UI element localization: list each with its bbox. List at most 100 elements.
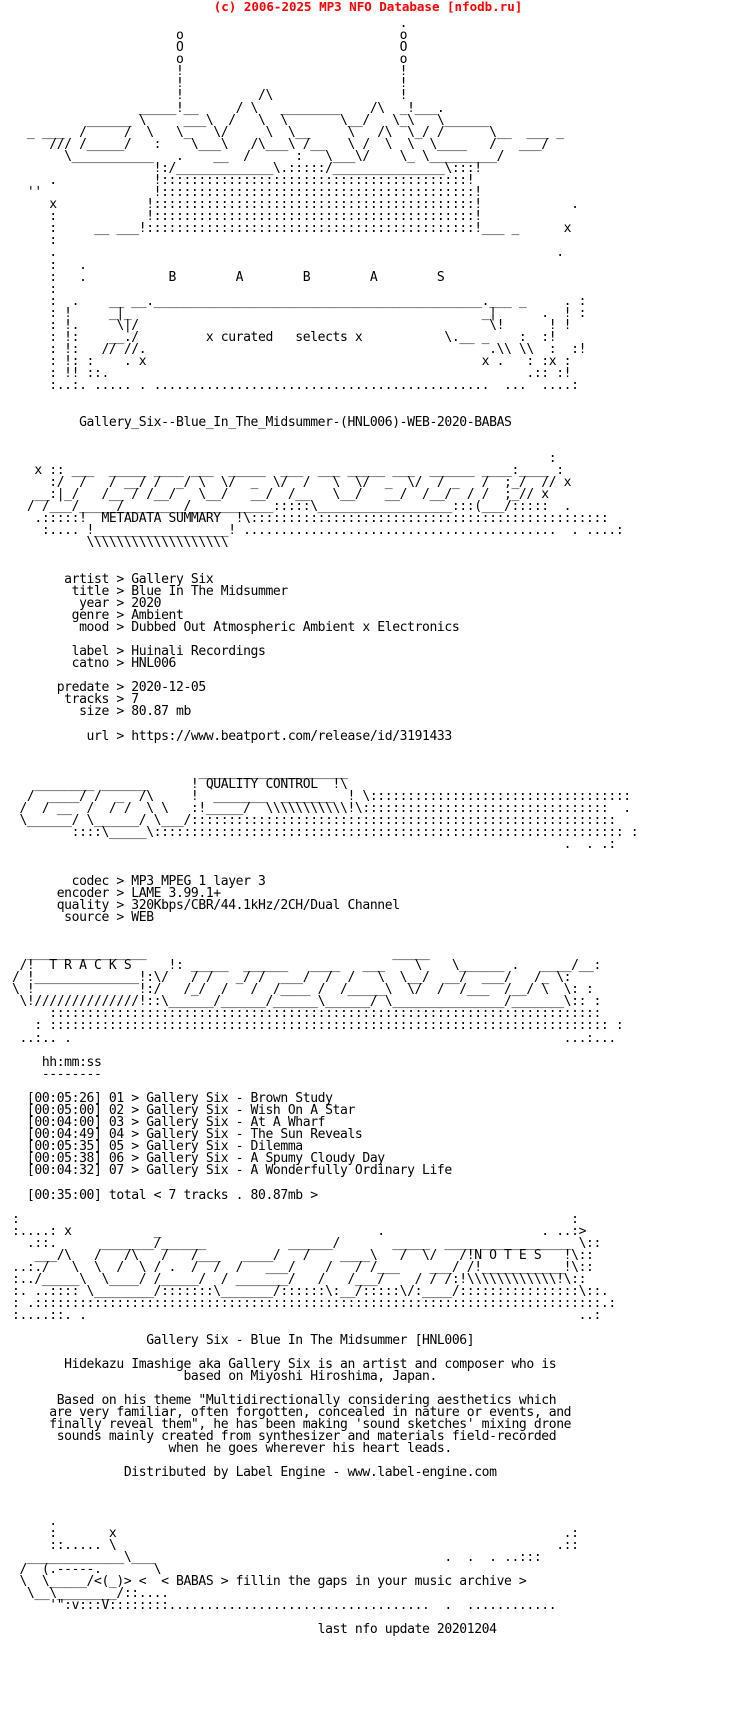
tracks-banner-line: ..:.. . ...:... [12,1030,616,1046]
notes-paragraph-2-line: when he goes wherever his heart leads. [12,1441,453,1457]
blank-line [12,924,638,936]
logo-art-line: . . [12,245,564,261]
logo-art-line: _ ___ / / \ \_ \/ \ \__ \ /\ \_/ / \__ _… [12,124,564,140]
track-row-05: [00:05:35] 05 > Gallery Six - Dilemma [12,1139,303,1155]
notes-paragraph-2-line: sounds mainly created from synthesizer a… [12,1429,557,1445]
quality-row-quality: quality > 320Kbps/CBR/44.1kHz/2CH/Dual C… [12,897,400,913]
track-row-01: [00:05:26] 01 > Gallery Six - Brown Stud… [12,1090,333,1106]
metadata-row-mood: mood > Dubbed Out Atmospheric Ambient x … [12,619,460,635]
footer-art-line: '":v:::V::::::::........................… [12,1598,557,1614]
blank-line [12,429,638,441]
notes-banner-line: ..:./ \ \ / \ / . / / / ___/ / / /___ __… [12,1260,594,1276]
logo-art-line: . [12,16,408,31]
metadata-row-year: year > 2020 [12,595,162,611]
metadata-row-label: label > Huinali Recordings [12,644,266,660]
total-row: [00:35:00] total < 7 tracks . 80.87mb > [12,1187,318,1203]
blank-line [12,392,638,404]
notes-banner-line: :....::. . ..: [12,1308,601,1324]
logo-frame-line: : ! _|_ _| . ! : [12,305,587,321]
blank-line [12,851,638,863]
notes-banner-line: : : [12,1211,579,1227]
footer-art-line: \__\________/::.... [12,1586,169,1602]
track-row-02: [00:05:00] 02 > Gallery Six - Wish On A … [12,1103,355,1119]
logo-art-line: ______ \ ___\ / \ \ \__/ \_\ \______ [12,112,490,128]
blank-line [12,1492,638,1504]
quality-row-encoder: encoder > LAME 3.99.1+ [12,885,221,901]
footer-art-line: ::..... \ .:: [12,1537,579,1553]
track-row-07: [00:04:32] 07 > Gallery Six - A Wonderfu… [12,1163,452,1179]
notes-paragraph-2-line: finally reveal them", he has been making… [12,1417,572,1433]
tracks-banner-line: ::::::::::::::::::::::::::::::::::::::::… [12,1006,601,1022]
metadata-banner-line: / /___/_____/________/___________:::::\_… [12,499,572,515]
track-row-06: [00:05:38] 06 > Gallery Six - A Spumy Cl… [12,1151,385,1167]
quality-banner-line: \______/ \______/ \___/:::::::::::::::::… [12,813,624,829]
footer-art-line: _____________\___ . . . ..::: [12,1549,542,1565]
logo-art-line: /// /_____/ : \___\ /\___\ /__ \ / \ \ \… [12,136,549,152]
notes-banner-line: :../_____\ \____/ /_____/ / _______/ / /… [12,1272,587,1288]
tracks-banner-line: ________________ _____ [12,946,430,962]
tracks-banner-line: : ::::::::::::::::::::::::::::::::::::::… [12,1018,624,1034]
quality-banner-line: / / __ / / / \ \ :!_____/ \\\\\\\\\\\!\:… [12,801,631,817]
logo-art-line: \___________ . __ / : \___\/ \_ \_______… [12,148,505,164]
quality-banner-line: ________ ______ ! QUALITY CONTROL !\ [12,776,348,792]
metadata-row-title: title > Blue In The Midsummer [12,583,289,599]
metadata-row-url: url > https://www.beatport.com/release/i… [12,728,453,744]
blank-line [12,1504,638,1516]
metadata-row-artist: artist > Gallery Six [12,571,214,587]
quality-row-codec: codec > MP3 MPEG 1 layer 3 [12,873,266,889]
notes-banner-line: :....: x _ . . ..:> [12,1223,587,1239]
quality-row-source: source > WEB [12,909,154,925]
metadata-banner-line: : [12,450,557,466]
quality-banner-line: . . .: [12,837,617,853]
notes-paragraph-1-line: Hidekazu Imashige aka Gallery Six is an … [12,1356,557,1372]
logo-art-line: _____!__ / \ ________ /\ _!___. [12,100,445,116]
release-name: Gallery_Six--Blue_In_The_Midsummer-(HNL0… [12,414,512,430]
footer-art-line: / (.-----. \ [12,1562,162,1577]
logo-frame-line: : . __ __.______________________________… [12,293,587,309]
logo-frame-line: : !: : . x x . : :x : [12,354,572,370]
logo-art-line: ! ! [12,76,408,92]
quality-banner-line: / ____/ / _ /\ ! _______ _______ ! \::::… [12,789,631,804]
tracks-banner-line: \ ! !:/ /_/ / / /____ / /_____\ \/ / /__… [12,982,594,998]
tracks-banner-line: \!//////////////!::\______/______/______… [12,994,601,1010]
logo-art-line: : __ ___!:::::::::::::::::::::::::::::::… [12,221,572,237]
tracks-header: hh:mm:ss [12,1054,102,1070]
track-row-04: [00:04:49] 04 > Gallery Six - The Sun Re… [12,1127,363,1143]
logo-art-line: O O [12,40,408,56]
logo-art-line: . !:::::::::::::::::::::::::::::::::::::… [12,173,475,189]
blank-line [12,1479,638,1491]
notes-banner-line: : .:::::::::::::::::::::::::::::::::::::… [12,1296,616,1312]
tracks-banner-line: /! T R A C K S !: _____ ______ ____ ___ … [12,958,601,974]
logo-art-line: '' !::::::::::::::::::::::::::::::::::::… [12,185,482,201]
footer-art-line: \ \_____/<(_)> < < BABAS > fillin the ga… [12,1574,527,1590]
metadata-row-predate: predate > 2020-12-05 [12,680,207,696]
metadata-banner-line: __:|_/ /__ / /__/ \__/ __/ /__ \__/ __/ … [12,487,549,503]
blank-line [12,743,638,755]
site-header: (c) 2006-2025 MP3 NFO Database [nfodb.ru… [213,0,523,14]
metadata-row-size: size > 80.87 mb [12,704,191,720]
logo-art-line: : . [12,257,132,273]
last-update: last nfo update 20201204 [12,1622,497,1638]
tracks-banner-line: / !______________!:\/ / / _/ / ___/ / / … [12,970,572,986]
logo-art-line: !:/_____________\.:::::/_______________\… [12,160,482,176]
notes-banner-line: ___/\ / /\ / /___ ____/ / ____\ / \/ /!N… [12,1247,594,1263]
metadata-banner-line: \\\\\\\\\\\\\\\\\\\ [12,535,229,551]
notes-paragraph-2-line: Based on his theme "Multidirectionally c… [12,1392,557,1408]
notes-paragraph-1-line: based on Miyoshi Hiroshima, Japan. [12,1368,437,1384]
logo-frame-line: : !! ::. .:: :! [12,366,572,382]
quality-banner-line: ____________________ [12,764,348,780]
metadata-banner-line: x :: ___ _____ ____ ___ _____ ___ ___ __… [12,462,564,478]
metadata-banner-line: :/ / / __/ / _/ \ \/ _ \/ / \ \/ _ \/ / … [12,474,572,490]
logo-art-line: : !:::::::::::::::::::::::::::::::::::::… [12,209,572,225]
metadata-row-tracks: tracks > 7 [12,692,139,708]
metadata-row-genre: genre > Ambient [12,607,184,623]
footer-art-line: : x .: [12,1525,579,1541]
notes-banner-line: .::. _______/______ ______/ _____ ____ _… [12,1235,601,1251]
blank-line [12,1045,638,1057]
metadata-banner-line: .:::::! METADATA SUMMARY !\:::::::::::::… [12,511,609,527]
notes-heading: Gallery Six - Blue In The Midsummer [HNL… [12,1332,475,1348]
footer-art-line: . [12,1513,57,1529]
logo-frame-line: :..:. ..... . ..........................… [12,378,579,394]
notes-paragraph-2-line: are very familiar, often forgotten, conc… [12,1404,572,1420]
logo-frame-line: : [12,281,564,297]
